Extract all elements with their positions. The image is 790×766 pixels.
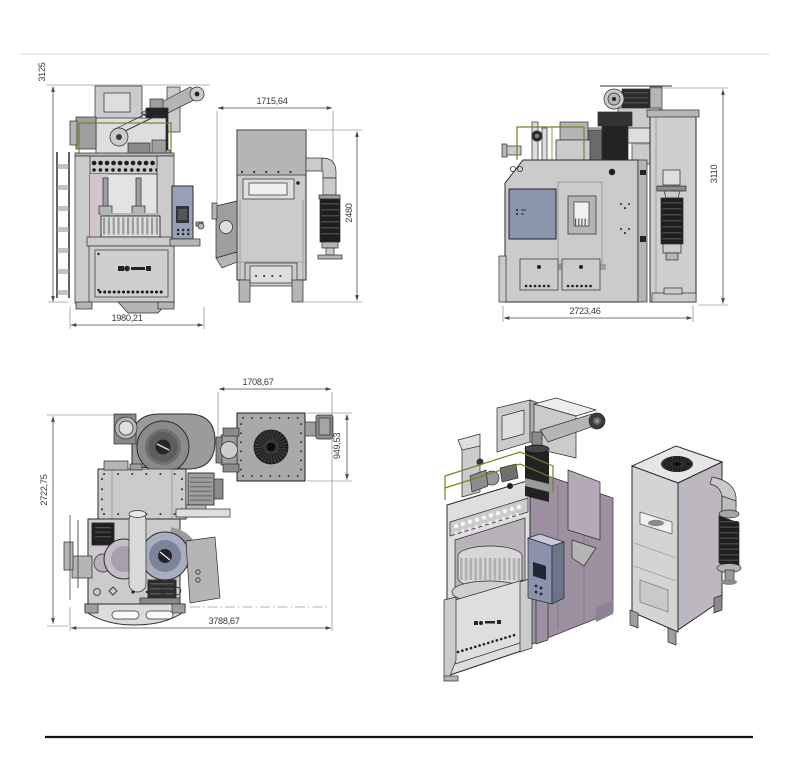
brand-logo <box>118 265 151 272</box>
bolt-clusters <box>620 203 630 238</box>
inlet-duct <box>211 200 238 269</box>
side-hopper-3d <box>567 469 601 541</box>
dim-label-overall-width: 3788,67 <box>208 616 239 626</box>
collector-plate-3d <box>639 511 673 535</box>
dim-label-side-height: 3110 <box>709 165 719 184</box>
side-view: 3110 2723,46 <box>498 85 728 322</box>
dim-label-machine-height: 3125 <box>37 62 47 81</box>
fan-volute <box>113 413 216 474</box>
collector-outlet-plan <box>304 414 334 440</box>
hopper-window <box>103 92 131 113</box>
iso-view <box>443 397 742 682</box>
control-box <box>169 185 205 247</box>
blast-arm-3d <box>539 412 606 443</box>
dim-side-width: 2723,46 <box>502 305 694 322</box>
machine-body-plan <box>63 510 197 607</box>
elevator-housing <box>646 109 700 303</box>
hopper-box <box>244 262 298 287</box>
dim-plan-collector-width: 1708,67 <box>217 377 333 631</box>
drive-machinery <box>69 111 172 157</box>
top-machinery <box>501 111 633 167</box>
dim-label-side-width: 2723,46 <box>569 306 600 316</box>
side-plate-plan <box>185 536 221 604</box>
front-view: 3125 1980,21 1715,64 2480 <box>37 62 362 329</box>
deck-machinery-3d <box>469 458 519 493</box>
dim-plan-overall-width: 3788,67 <box>69 607 332 631</box>
safety-railing-side <box>516 126 585 160</box>
dim-label-machine-depth: 2722,75 <box>39 474 49 505</box>
dust-collector-front <box>211 129 343 303</box>
floor-marks <box>93 586 182 596</box>
dim-label-collector-width: 1715,64 <box>256 96 287 106</box>
blast-machine-front <box>56 85 205 314</box>
dim-front-machine-width: 1980,21 <box>69 307 205 329</box>
exhaust-silencer-3d <box>709 476 742 585</box>
dim-side-height: 3110 <box>650 87 728 306</box>
motor-plan <box>175 472 231 518</box>
fan-grille-3d <box>661 456 693 472</box>
fan-grille <box>253 429 289 465</box>
top-gearbox-plan <box>97 460 187 520</box>
separator-3d <box>524 431 550 502</box>
dim-plan-machine-depth: 2722,75 <box>39 414 132 627</box>
control-panel-3d <box>526 533 566 605</box>
rotary-table-plan <box>84 603 186 626</box>
collector-inlet-plan <box>215 427 240 473</box>
dim-plan-collector-depth: 949,53 <box>307 412 352 482</box>
dim-label-machine-width: 1980,21 <box>111 313 142 323</box>
dim-label-plan-collector-depth: 949,53 <box>332 433 342 459</box>
blast-machine-side <box>498 85 700 303</box>
blast-chamber <box>89 173 161 239</box>
brand-logo-3d <box>474 620 501 625</box>
dim-front-collector-height: 2480 <box>304 129 362 303</box>
ladder <box>56 152 70 298</box>
blast-machine-3d <box>443 397 614 682</box>
plan-view: 2722,75 1708,67 949,53 3788,67 <box>39 377 352 631</box>
perforated-band-3d <box>449 497 529 537</box>
inspection-window <box>242 178 295 200</box>
dim-front-machine-height: 3125 <box>37 62 210 303</box>
bottom-doors <box>519 258 601 291</box>
railing-3d <box>444 451 554 500</box>
dim-label-plan-collector-width: 1708,67 <box>242 377 273 387</box>
dust-collector-3d <box>629 445 742 646</box>
lower-door-3d <box>454 579 524 665</box>
dim-front-collector-width: 1715,64 <box>216 96 334 206</box>
lower-cabinet <box>88 245 175 303</box>
dust-collector-plan <box>215 412 334 482</box>
exhaust-silencer <box>305 157 343 260</box>
dim-label-collector-height: 2480 <box>344 203 354 222</box>
collector-legs-3d <box>629 594 723 646</box>
blast-machine-plan <box>63 413 330 626</box>
